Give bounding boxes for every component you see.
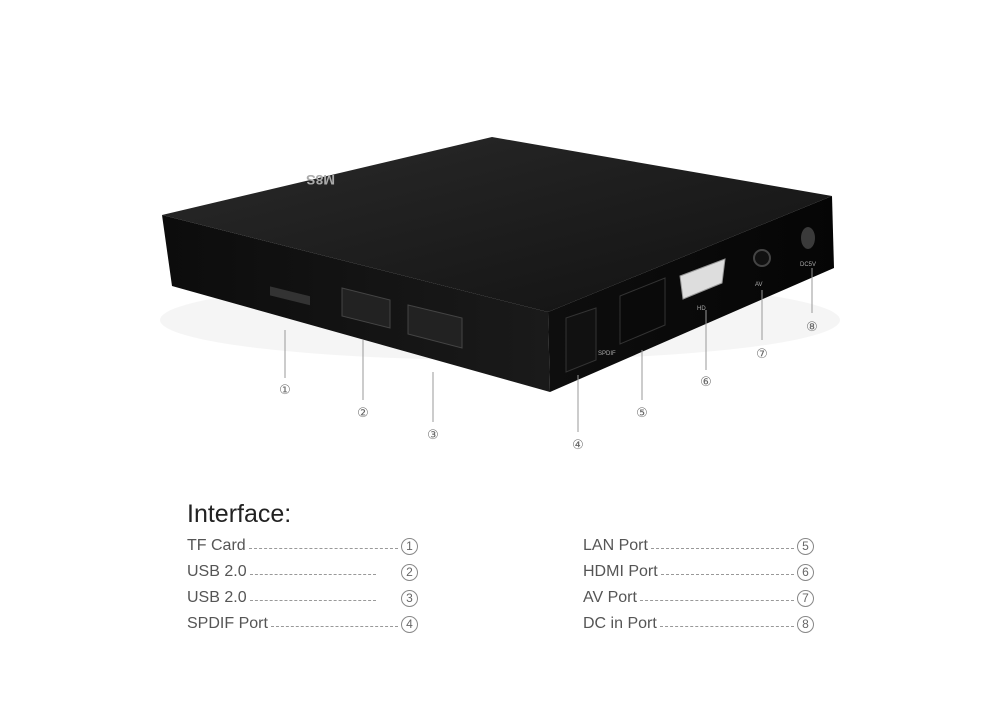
box-top-face — [162, 137, 832, 312]
callout-6: ⑥ — [700, 375, 712, 390]
callout-2: ② — [357, 406, 369, 421]
hdmi-mark: HD — [697, 306, 706, 312]
callout-4: ④ — [572, 438, 584, 453]
callout-3: ③ — [427, 428, 439, 443]
spdif-port — [565, 307, 597, 373]
callout-7: ⑦ — [756, 347, 768, 362]
lan-port — [619, 277, 666, 345]
callout-1: ① — [279, 383, 291, 398]
usb-port-1 — [341, 287, 391, 329]
spdif-mark: SPDIF — [598, 351, 616, 357]
tv-box-illustration: M8S SPDIF HD AV DC5V ① ② ③ ④ ⑤ ⑥ ⑦ ⑧ — [160, 137, 840, 453]
dc-mark: DC5V — [800, 262, 816, 268]
dc-port — [801, 227, 815, 249]
legend-title: Interface: — [187, 500, 292, 528]
callout-5: ⑤ — [636, 406, 648, 421]
hdmi-port — [679, 258, 726, 300]
av-mark: AV — [755, 282, 763, 288]
brand-mark: M8S — [306, 172, 335, 188]
usb-port-2 — [407, 304, 463, 349]
callout-lines — [284, 268, 813, 432]
tf-card-slot — [270, 286, 310, 306]
av-port — [753, 249, 771, 267]
callout-8: ⑧ — [806, 320, 818, 335]
